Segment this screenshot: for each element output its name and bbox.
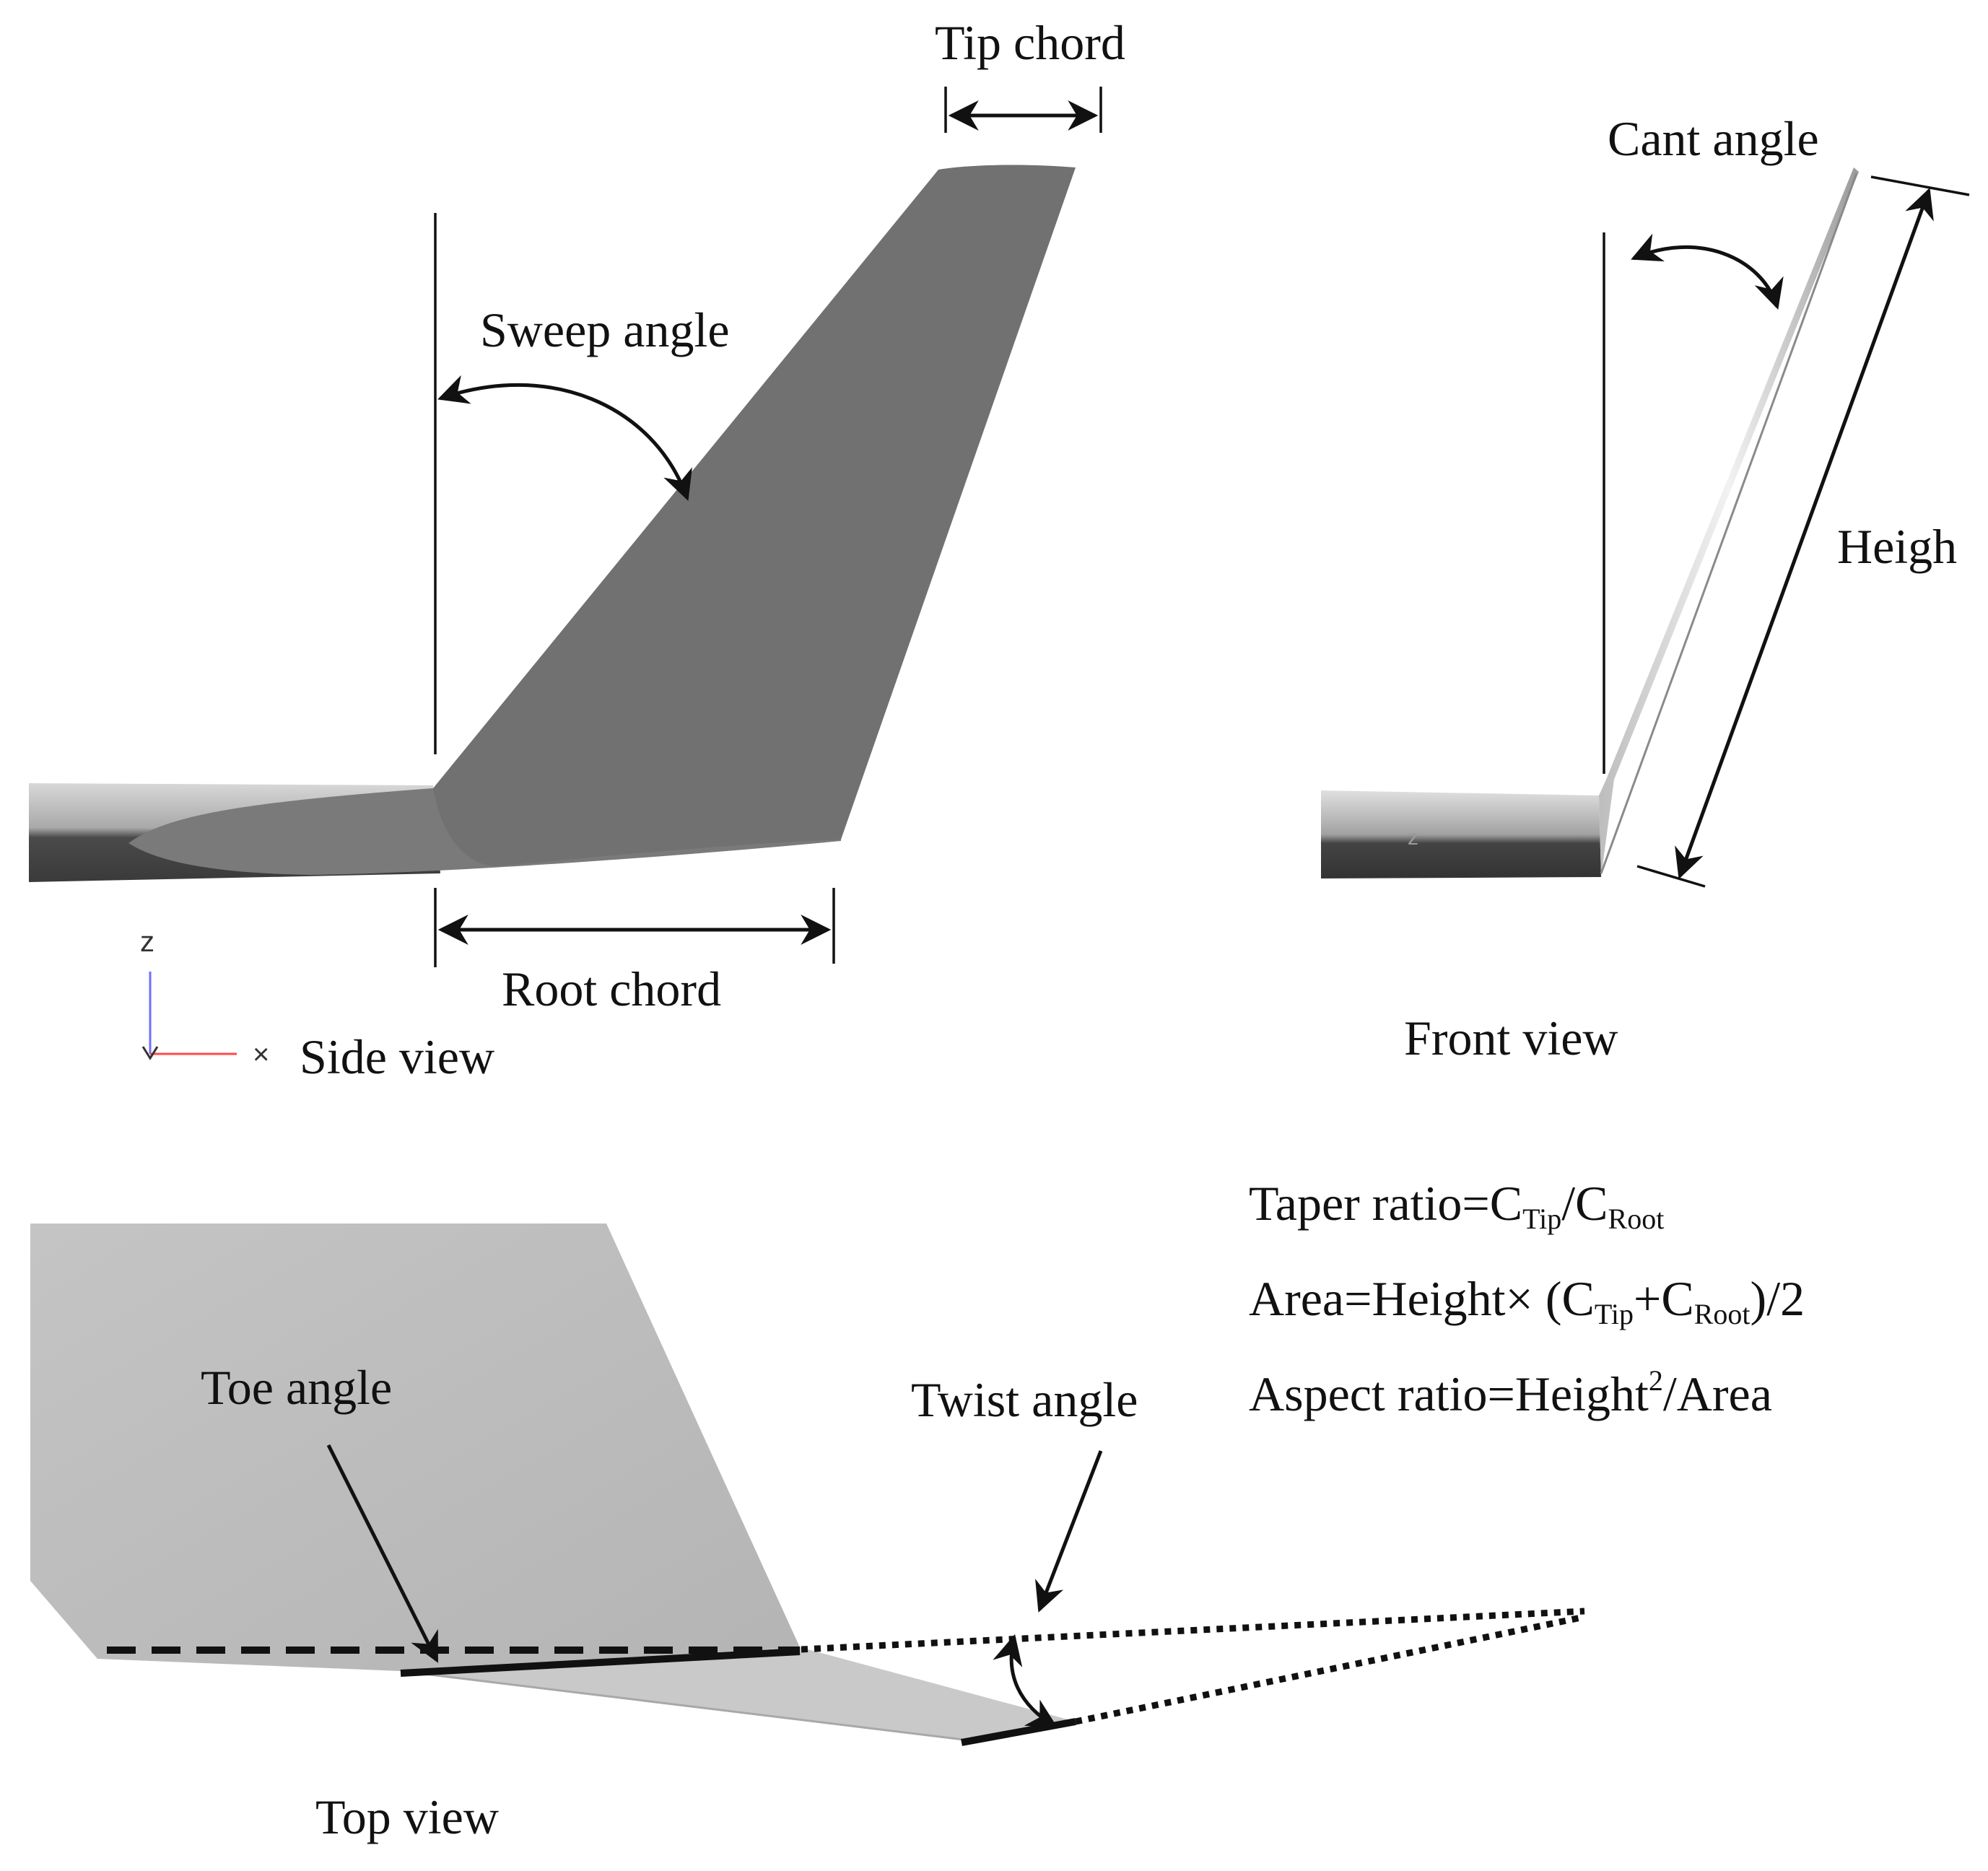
toe-angle-label: Toe angle: [201, 1360, 392, 1415]
z-axis-label: z: [140, 926, 154, 958]
height-tick-bottom: [1636, 865, 1706, 888]
front-view-surface-mark: z: [1408, 826, 1418, 850]
side-view-group: z × Tip chord Sweep angle Root chord Sid…: [29, 15, 1125, 1084]
twist-angle-pointer: [1035, 1450, 1103, 1613]
twist-tip-dotted-line: [1075, 1613, 1585, 1725]
top-view-group: Toe angle Twist angle Top view: [30, 1224, 1585, 1844]
front-view-group: z Cant angle Heigh Front view: [1321, 111, 1970, 1065]
side-view-winglet: [433, 165, 1076, 867]
twist-reference-dotted-line: [801, 1608, 1585, 1653]
height-tick-top: [1870, 175, 1970, 196]
top-view-winglet: [401, 1647, 1076, 1740]
cant-angle-label: Cant angle: [1608, 111, 1819, 166]
side-view-label: Side view: [300, 1029, 494, 1084]
formulas-group: Taper ratio=CTip/CRoot Area=Height× (CTi…: [1249, 1176, 1805, 1421]
root-chord-label: Root chord: [502, 961, 721, 1016]
front-view-fuselage: [1321, 790, 1601, 878]
area-formula: Area=Height× (CTip+CRoot)/2: [1249, 1271, 1805, 1330]
top-view-label: Top view: [315, 1789, 499, 1844]
twist-angle-arc: [993, 1634, 1058, 1729]
aspect-ratio-formula: Aspect ratio=Height2/Area: [1249, 1364, 1772, 1421]
axis-origin-mark: [141, 1046, 159, 1060]
height-label: Heigh: [1837, 519, 1957, 574]
winglet-root-chord-line: [400, 1648, 801, 1677]
taper-ratio-formula: Taper ratio=CTip/CRoot: [1249, 1176, 1664, 1235]
sweep-angle-label: Sweep angle: [480, 302, 730, 357]
front-view-winglet-edge: [1600, 173, 1858, 874]
x-axis-label: ×: [253, 1039, 269, 1070]
sweep-angle-arrow: [437, 375, 692, 501]
toe-angle-pointer: [326, 1444, 439, 1663]
tip-chord-label: Tip chord: [935, 15, 1125, 70]
front-view-label: Front view: [1404, 1011, 1618, 1065]
cant-angle-arrow: [1631, 233, 1784, 310]
top-view-winglet-edge: [400, 1670, 964, 1741]
height-arrow: [1675, 188, 1934, 879]
twist-angle-label: Twist angle: [911, 1372, 1138, 1427]
top-view-main-wing: [30, 1224, 800, 1671]
